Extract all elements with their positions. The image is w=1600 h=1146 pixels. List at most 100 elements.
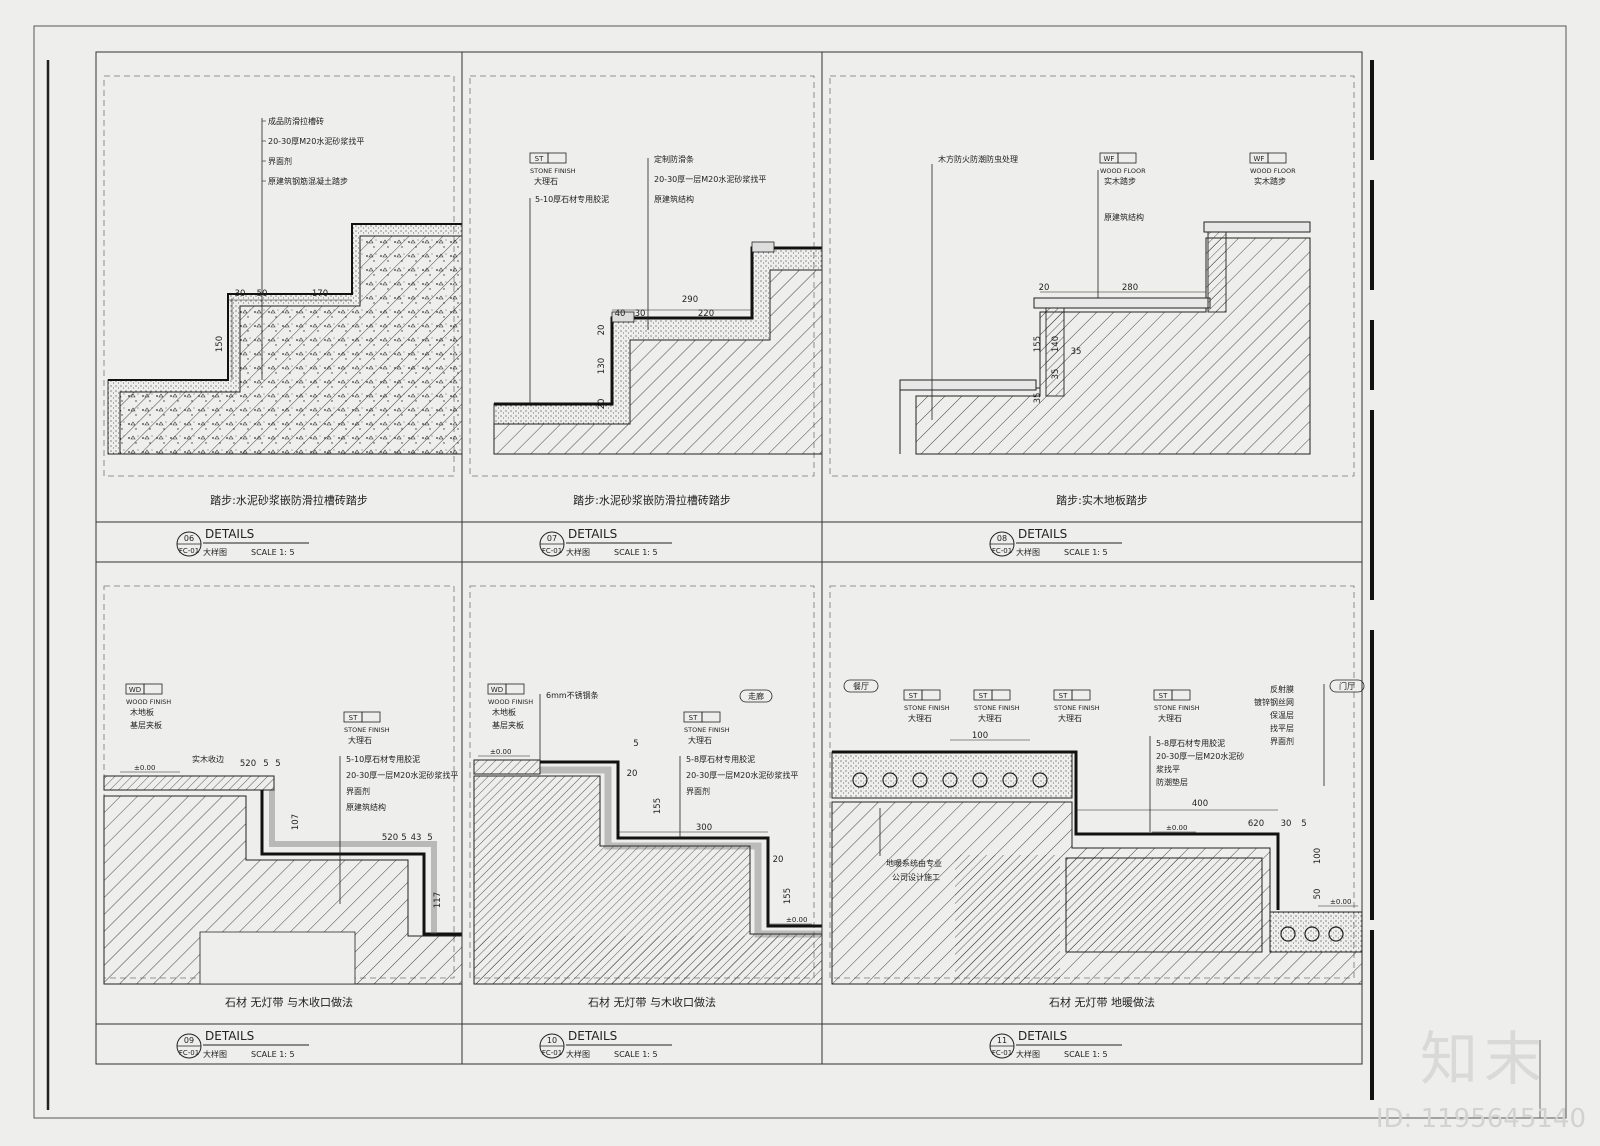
material-tag-name: 大理石: [978, 713, 1002, 723]
sheet-reference: FC-01: [179, 547, 199, 555]
material-tag-code: WF: [1254, 155, 1265, 163]
sheet-reference: FC-01: [179, 1049, 199, 1057]
material-tag-sub: STONE FINISH: [530, 167, 576, 175]
dimension-text: 140: [1051, 336, 1061, 352]
dimension-text: 170: [312, 289, 328, 299]
leader-note: 20-30厚一层M20水泥砂: [1156, 751, 1244, 761]
dimension-text: 20: [597, 325, 607, 336]
dimension-text: 35: [1071, 347, 1082, 357]
room-label: 餐厅: [853, 682, 869, 691]
detail-number: 09: [184, 1036, 194, 1045]
material-tag-name: 大理石: [1158, 713, 1182, 723]
timber-battens: [1045, 307, 1065, 397]
material-tag-index-box: [1117, 152, 1137, 164]
leader-note: 5-8厚石材专用胶泥: [686, 754, 755, 764]
dimension-text: 35: [1033, 393, 1043, 404]
material-tag-name: 大理石: [908, 713, 932, 723]
material-tag-sub: STONE FINISH: [904, 704, 950, 712]
detail-number: 10: [547, 1036, 557, 1045]
viewport-frame: [829, 585, 1355, 979]
material-tag-index-box: [143, 683, 163, 695]
material-tag-index-box: [1171, 689, 1191, 701]
dimension-text: 290: [682, 295, 698, 305]
material-tag-index-box: [361, 711, 381, 723]
watermark-id: ID: 1195645140: [1375, 1104, 1586, 1134]
sheet-reference: FC-01: [542, 1049, 562, 1057]
dimension-text: 5: [633, 739, 638, 749]
detail-caption: 踏步:水泥砂浆嵌防滑拉槽砖踏步: [210, 493, 368, 507]
detail-number: 07: [547, 534, 557, 543]
material-tag-index-box: [547, 152, 567, 164]
slab-hatch: [474, 936, 822, 984]
material-tag-name: 大理石: [1058, 713, 1082, 723]
dimension-text: 100: [1313, 848, 1323, 864]
leader-note: 5-10厚石材专用胶泥: [535, 194, 609, 204]
dimension-text: 520: [382, 833, 398, 843]
concrete-stair: [119, 235, 463, 455]
leader-note: 20-30厚M20水泥砂浆找平: [268, 136, 364, 146]
dimension-text: 400: [1192, 799, 1208, 809]
leader-note: 木方防火防潮防虫处理: [938, 154, 1018, 164]
material-tag-code: WD: [129, 686, 141, 694]
heating-screed: [831, 751, 1073, 799]
drawing-kind: 大样图: [566, 547, 590, 557]
detail-caption: 石材 无灯带 地暖做法: [1049, 995, 1155, 1009]
material-tag-sub: WOOD FLOOR: [1250, 167, 1296, 175]
dimension-text: 130: [597, 358, 607, 374]
dimension-text: 520: [240, 759, 256, 769]
leader-note: 原建筑结构: [1104, 212, 1144, 222]
wood-floor: [473, 759, 541, 775]
stone-finish: [540, 760, 822, 928]
leader-note: 20-30厚一层M20水泥砂浆找平: [654, 174, 766, 184]
sheet-reference: FC-01: [992, 1049, 1012, 1057]
dimension-text: 150: [215, 336, 225, 352]
room-tag: [739, 689, 773, 703]
dimension-text: 30: [1281, 819, 1292, 829]
dimension-text: 30: [235, 289, 246, 299]
mortar-layer: [269, 790, 437, 934]
drawing-scale: SCALE 1: 5: [1064, 1050, 1108, 1059]
details-heading: DETAILS: [1018, 1029, 1067, 1043]
leader-note: 地暖系统由专业: [886, 858, 942, 868]
dimension-text: 50: [1313, 889, 1323, 900]
dimension-text: 5: [275, 759, 280, 769]
material-tag-name: 大理石: [688, 735, 712, 745]
room-tag: [843, 679, 879, 693]
drawing-kind: 大样图: [203, 1049, 227, 1059]
dimension-text: 5: [401, 833, 406, 843]
heating-pipe: [1002, 772, 1018, 788]
wood-tread: [899, 379, 1037, 391]
material-tag-code: ST: [909, 692, 918, 700]
dimension-text: 117: [433, 892, 443, 908]
room-label: 门厅: [1339, 681, 1355, 691]
drawing-scale: SCALE 1: 5: [251, 548, 295, 557]
structure-hatch: [493, 269, 823, 455]
level-marker: ±0.00: [786, 916, 807, 924]
leader-note: 公司设计施工: [892, 872, 940, 882]
mortar-layer: [540, 766, 822, 938]
material-tag-index-box: [921, 689, 941, 701]
structure-core: [955, 855, 1060, 984]
dimension-text: 20: [627, 769, 638, 779]
details-heading: DETAILS: [205, 527, 254, 541]
panel-border: [821, 561, 1363, 1065]
heating-pipe: [912, 772, 928, 788]
material-tag-index-box: [1071, 689, 1091, 701]
drawing-kind: 大样图: [566, 1049, 590, 1059]
details-heading: DETAILS: [568, 527, 617, 541]
material-tag-code: ST: [689, 714, 698, 722]
tile-finish: [108, 223, 462, 381]
dimension-text: 100: [972, 731, 988, 741]
fill-block: [1065, 857, 1263, 953]
detail-caption: 踏步:实木地板踏步: [1056, 493, 1148, 507]
material-tag-index-box: [505, 683, 525, 695]
material-tag-sub: STONE FINISH: [974, 704, 1020, 712]
leader-note: 界面剂: [346, 786, 370, 796]
drawing-kind: 大样图: [1016, 547, 1040, 557]
material-tag-code: ST: [349, 714, 358, 722]
anti-slip-strip: [611, 311, 635, 323]
material-tag-extra: 基层夹板: [130, 720, 162, 730]
drawing-scale: SCALE 1: 5: [251, 1050, 295, 1059]
leader-note: 界面剂: [1270, 736, 1294, 746]
